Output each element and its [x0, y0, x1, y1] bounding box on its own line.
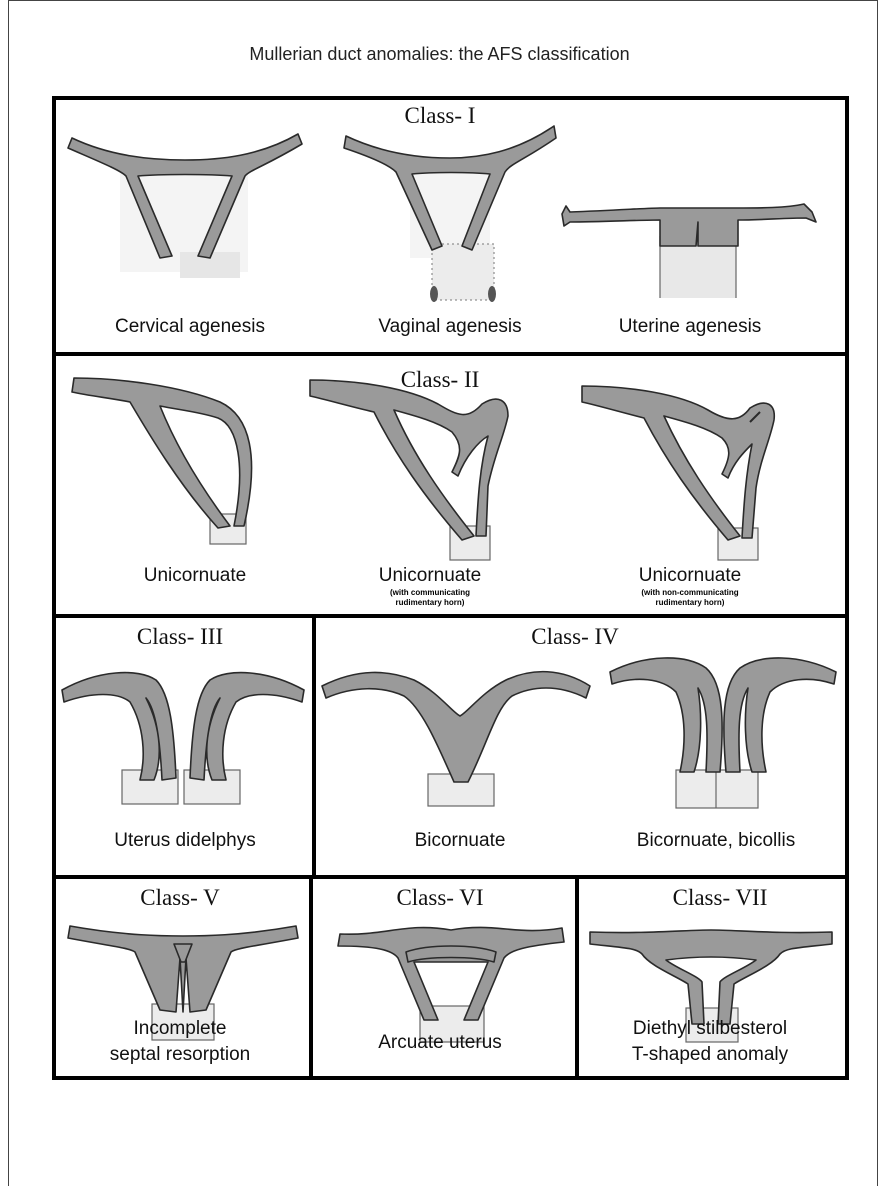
unicornuate-noncommunicating-horn-diagram — [580, 382, 790, 562]
note-communicating-2: rudimentary horn) — [340, 598, 520, 608]
row-divider-2 — [52, 614, 849, 618]
cervical-agenesis-diagram — [60, 120, 310, 280]
caption-incomplete-line1: Incomplete — [80, 1016, 280, 1042]
caption-bicornuate-bicollis: Bicornuate, bicollis — [606, 828, 826, 854]
row-divider-1 — [52, 352, 849, 356]
caption-des-line1: Diethyl stilbesterol — [600, 1016, 820, 1042]
caption-bicornuate: Bicornuate — [370, 828, 550, 854]
caption-vaginal-agenesis: Vaginal agenesis — [350, 314, 550, 340]
bicornuate-diagram — [318, 646, 594, 808]
caption-arcuate-uterus: Arcuate uterus — [350, 1030, 530, 1056]
class-vi-label: Class- VI — [350, 885, 530, 911]
caption-uterus-didelphys: Uterus didelphys — [90, 828, 280, 854]
col-divider-row4a — [309, 875, 313, 1080]
caption-uterine-agenesis: Uterine agenesis — [590, 314, 790, 340]
col-divider-row4b — [575, 875, 579, 1080]
caption-des-line2: T-shaped anomaly — [600, 1042, 820, 1068]
class-vii-label: Class- VII — [620, 885, 820, 911]
col-divider-row3 — [312, 614, 316, 877]
note-noncommunicating-1: (with non-communicating — [600, 588, 780, 598]
class-v-label: Class- V — [90, 885, 270, 911]
note-communicating-1: (with communicating — [340, 588, 520, 598]
note-noncommunicating-2: rudimentary horn) — [600, 598, 780, 608]
caption-incomplete-line2: septal resorption — [80, 1042, 280, 1068]
caption-unicornuate-communicating: Unicornuate — [330, 563, 530, 589]
caption-unicornuate: Unicornuate — [100, 563, 290, 589]
arcuate-uterus-diagram — [336, 916, 566, 1046]
uterine-agenesis-diagram — [560, 196, 820, 300]
unicornuate-communicating-horn-diagram — [308, 376, 528, 562]
uterus-didelphys-diagram — [58, 650, 308, 806]
row-divider-3 — [52, 875, 849, 879]
vaginal-agenesis-diagram — [340, 118, 560, 304]
figure-title: Mullerian duct anomalies: the AFS classi… — [0, 44, 879, 65]
caption-unicornuate-noncommunicating: Unicornuate — [590, 563, 790, 589]
unicornuate-diagram — [70, 376, 270, 546]
caption-cervical-agenesis: Cervical agenesis — [90, 314, 290, 340]
bicornuate-bicollis-diagram — [606, 644, 840, 810]
class-iii-label: Class- III — [90, 624, 270, 650]
